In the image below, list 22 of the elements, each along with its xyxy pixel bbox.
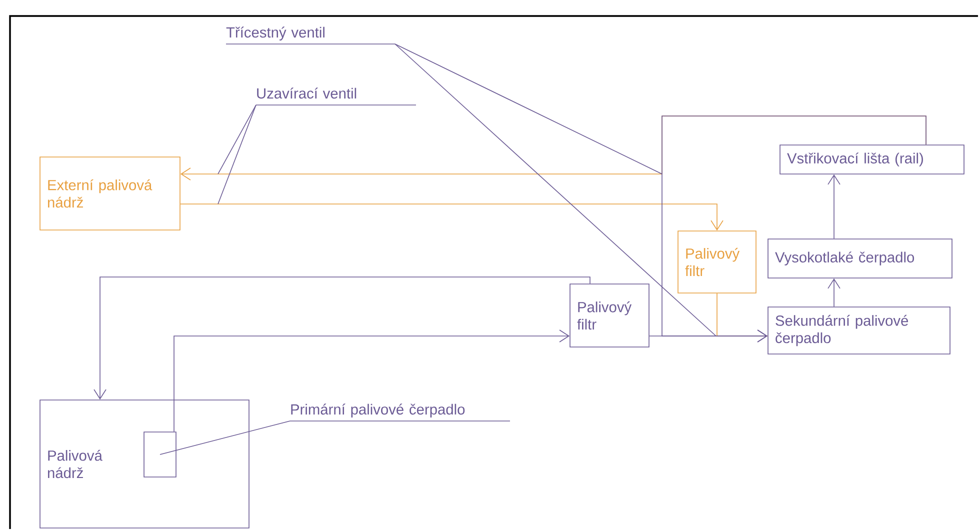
component-box: Palivová nádrž	[40, 400, 250, 528]
component-box: Sekundární palivové čerpadlo	[768, 306, 950, 354]
component-box: Vysokotlaké čerpadlo	[768, 238, 952, 278]
component-box: Vstřikovací lišta (rail)	[780, 144, 964, 174]
flow-arrow	[828, 174, 840, 239]
component-box: Palivový filtr	[570, 284, 650, 348]
component-box: Externí palivová nádrž	[40, 156, 180, 230]
flow-arrow	[180, 204, 724, 231]
callout-label: Uzavírací ventil	[256, 88, 416, 106]
callout-label: Primární palivové čerpadlo	[290, 404, 510, 422]
pump-box	[144, 432, 176, 478]
callout-label: Třícestný ventil	[226, 26, 396, 44]
flow-arrow	[828, 278, 840, 307]
leader-line	[218, 104, 256, 204]
flow-arrow	[174, 330, 570, 432]
leader-line	[218, 104, 256, 174]
leader-line	[394, 44, 716, 336]
component-box: Palivový filtr	[678, 230, 756, 294]
flow-arrow	[94, 276, 590, 400]
flow-arrow	[649, 330, 768, 342]
leader-line	[160, 420, 290, 455]
leader-line	[394, 44, 662, 174]
